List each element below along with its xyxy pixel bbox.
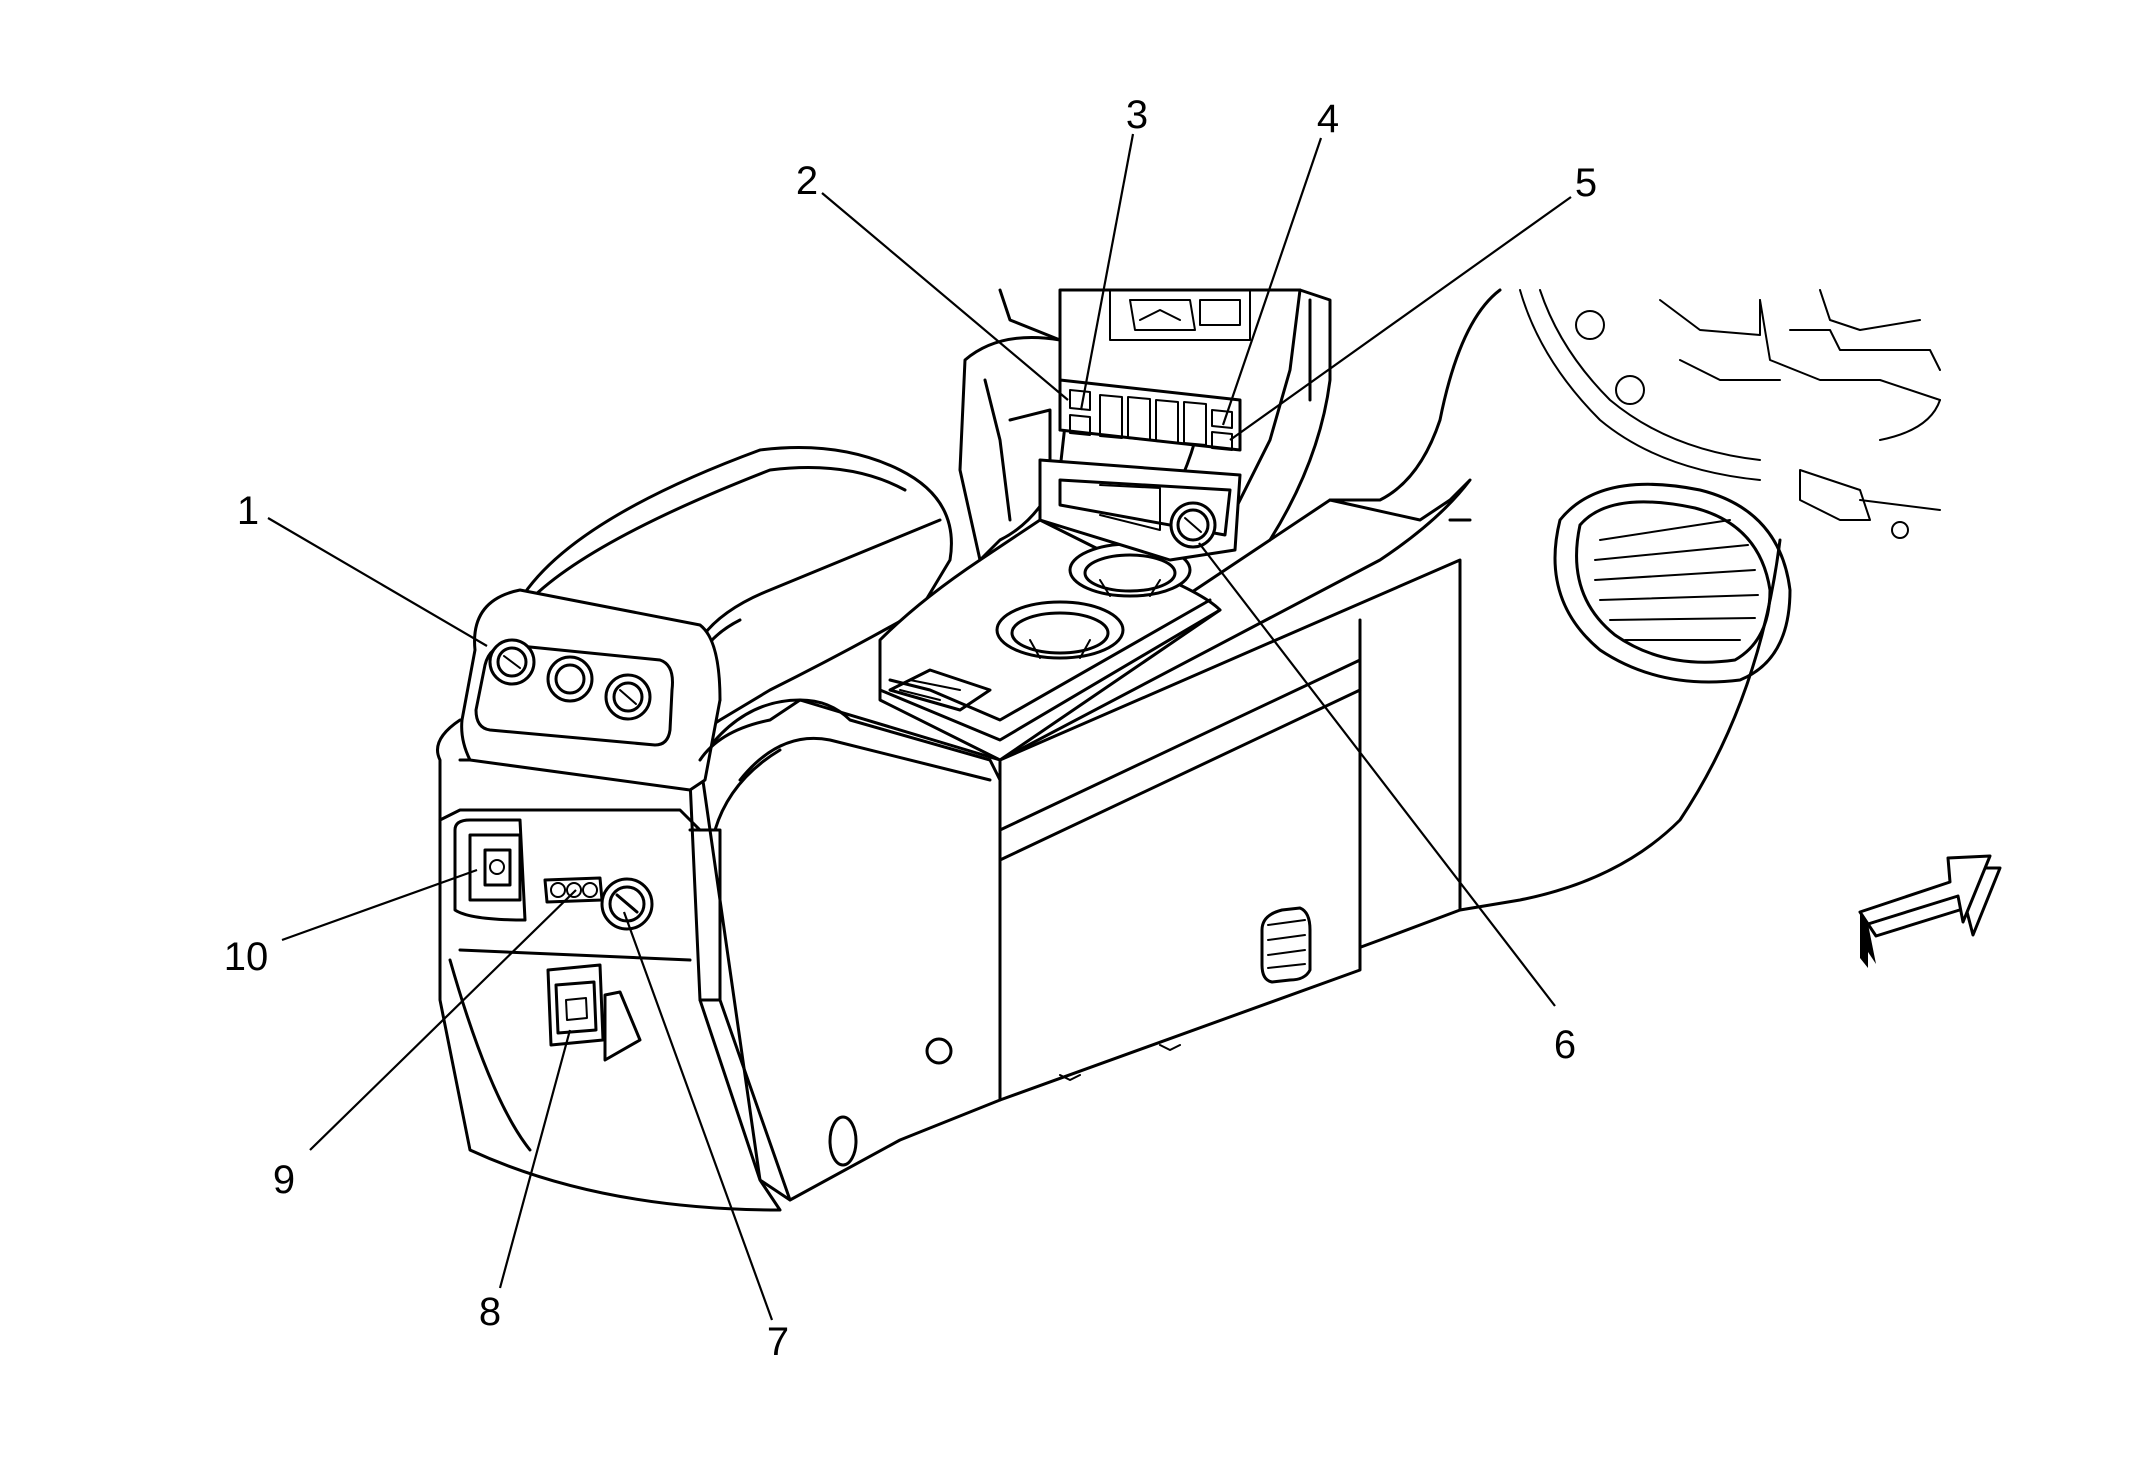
leader-1: [267, 517, 488, 647]
leader-6: [1198, 542, 1556, 1007]
direction-arrow-icon: [1858, 854, 2002, 968]
callout-8: 8: [479, 1290, 501, 1334]
leader-4: [1221, 137, 1323, 426]
callout-4: 4: [1317, 97, 1339, 141]
callout-10: 10: [224, 935, 269, 979]
instrument-panel-lower: [1519, 289, 1941, 539]
callout-3: 3: [1126, 93, 1148, 137]
center-console: [436, 288, 1472, 1212]
callout-6: 6: [1554, 1023, 1576, 1067]
callout-9: 9: [273, 1158, 295, 1202]
callout-labels: 1 2 3 4 5 6 7 8 9 10: [224, 93, 1597, 1364]
leader-7: [622, 911, 774, 1321]
leader-lines: [267, 133, 1572, 1321]
leader-8: [498, 1029, 572, 1289]
leader-9: [309, 889, 577, 1151]
leader-5: [1229, 196, 1572, 441]
leader-2: [821, 192, 1069, 401]
callout-2: 2: [796, 159, 818, 203]
knob-group: [488, 638, 652, 721]
leader-3: [1079, 133, 1135, 411]
callout-7: 7: [767, 1320, 789, 1364]
callout-1: 1: [237, 489, 259, 533]
leader-10: [281, 868, 478, 942]
floor-air-outlet: [1553, 482, 1792, 684]
callout-5: 5: [1575, 161, 1597, 205]
